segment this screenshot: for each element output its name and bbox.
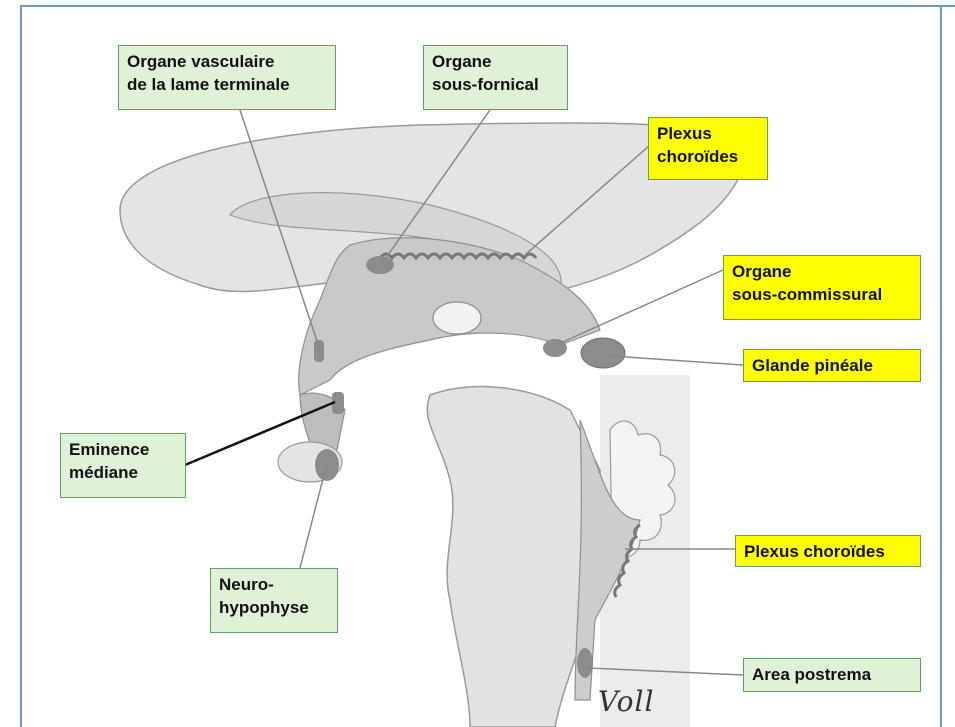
ovlt-organ [314,340,324,362]
label-area-postrema: Area postrema [743,658,921,692]
label-neurohypophysis: Neuro- hypophyse [210,568,338,633]
neurohypophysis-organ [315,449,339,481]
label-ovlt: Organe vasculaire de la lame terminale [118,45,336,110]
artist-signature: Voll [598,685,654,718]
pineal-gland-shape [581,338,625,368]
area-postrema-shape [577,648,593,678]
label-subcommissural-organ: Organe sous-commissural [723,255,921,320]
brainstem [427,387,600,727]
label-subfornical-organ: Organe sous-fornical [423,45,568,110]
label-pineal-gland: Glande pinéale [743,349,921,382]
label-median-eminence: Eminence médiane [60,433,186,498]
interthalamic-adhesion [433,302,481,334]
label-choroid-plexus-top: Plexus choroïdes [648,117,768,180]
leader-line-pineal [612,356,743,365]
label-choroid-plexus-bottom: Plexus choroïdes [735,535,921,567]
subfornical-organ-shape [366,256,394,274]
